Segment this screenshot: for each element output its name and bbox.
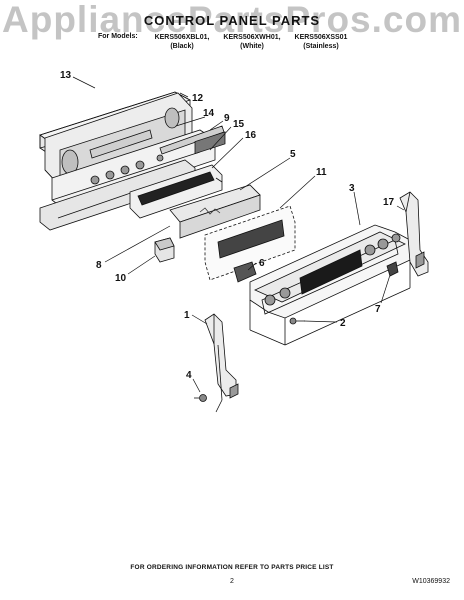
models-prefix: For Models:	[98, 33, 138, 40]
model-color: (White)	[240, 43, 264, 50]
callout-3: 3	[349, 183, 355, 194]
leader-lines	[72, 76, 405, 393]
model-color: (Stainless)	[303, 43, 339, 50]
part-10-switch	[154, 237, 175, 263]
callout-11: 11	[316, 167, 327, 178]
model-column-white: KERS506XWH01, (White)	[218, 33, 286, 51]
part-12-vent-housing	[44, 92, 193, 187]
part-1-left-end-cap	[204, 313, 239, 413]
document-number: W10369932	[412, 578, 450, 585]
page-number: 2	[230, 578, 234, 585]
part-4-screw	[194, 394, 207, 402]
callout-17: 17	[383, 197, 395, 208]
part-5-control-board	[169, 131, 261, 239]
callout-labels: 13 12 14 9 15 16 5 11 3 17 8 10 6 1 2 7 …	[60, 70, 395, 381]
callout-16: 16	[245, 130, 257, 141]
callout-15: 15	[233, 119, 245, 130]
callout-5: 5	[290, 149, 296, 160]
watermark: AppliancePartsPros.com	[2, 0, 462, 40]
model-column-stainless: KERS506XSS01 (Stainless)	[286, 33, 356, 51]
callout-7: 7	[375, 304, 381, 315]
part-11-control-assembly	[204, 205, 296, 281]
callout-9: 9	[224, 113, 230, 124]
callout-1: 1	[184, 310, 190, 321]
model-color: (Black)	[170, 43, 194, 50]
callout-6: 6	[259, 258, 265, 269]
page-title: CONTROL PANEL PARTS	[143, 13, 321, 28]
callout-8: 8	[96, 260, 102, 271]
callout-13: 13	[60, 70, 72, 81]
model-number: KERS506XSS01	[294, 34, 348, 41]
callout-10: 10	[115, 273, 127, 284]
callout-2: 2	[340, 318, 346, 329]
model-number: KERS506XBL01,	[154, 34, 210, 41]
part-16-overlay	[129, 164, 223, 219]
model-column-black: KERS506XBL01, (Black)	[146, 33, 218, 51]
part-6-clip	[233, 261, 257, 283]
callout-4: 4	[186, 370, 192, 381]
part-7-bracket	[386, 261, 399, 277]
part-2-screw	[289, 317, 305, 325]
ordering-footer: FOR ORDERING INFORMATION REFER TO PARTS …	[130, 564, 334, 571]
exploded-parts-diagram: 13 12 14 9 15 16 5 11 3 17 8 10 6 1 2 7 …	[39, 70, 429, 413]
model-number: KERS506XWH01,	[223, 34, 281, 41]
callout-14: 14	[203, 108, 215, 119]
part-17-right-end-cap	[399, 191, 429, 277]
callout-12: 12	[192, 93, 204, 104]
